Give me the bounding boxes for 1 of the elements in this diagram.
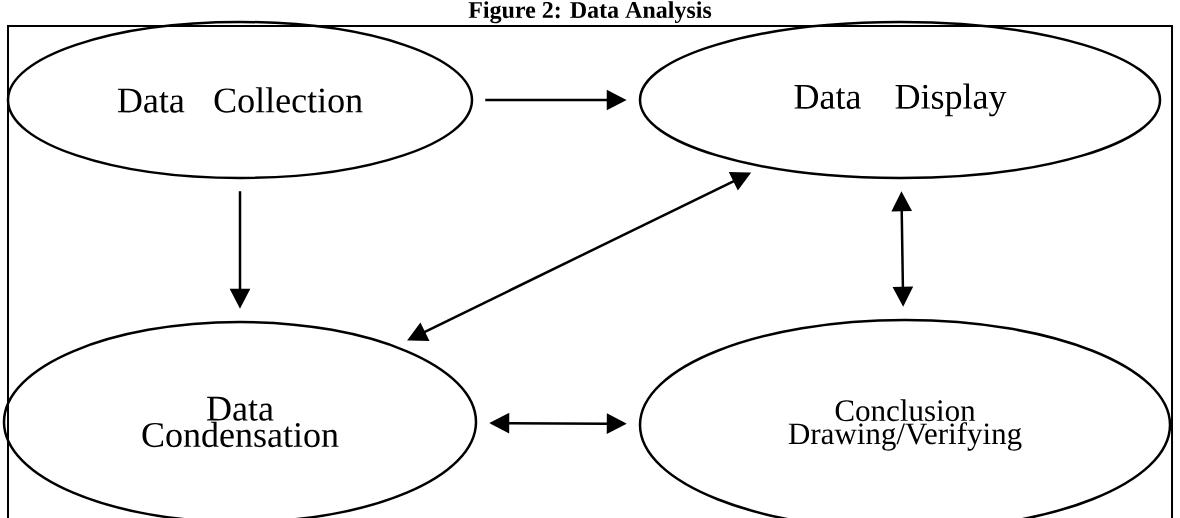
ellipse-node: Data Collection [6, 20, 474, 180]
